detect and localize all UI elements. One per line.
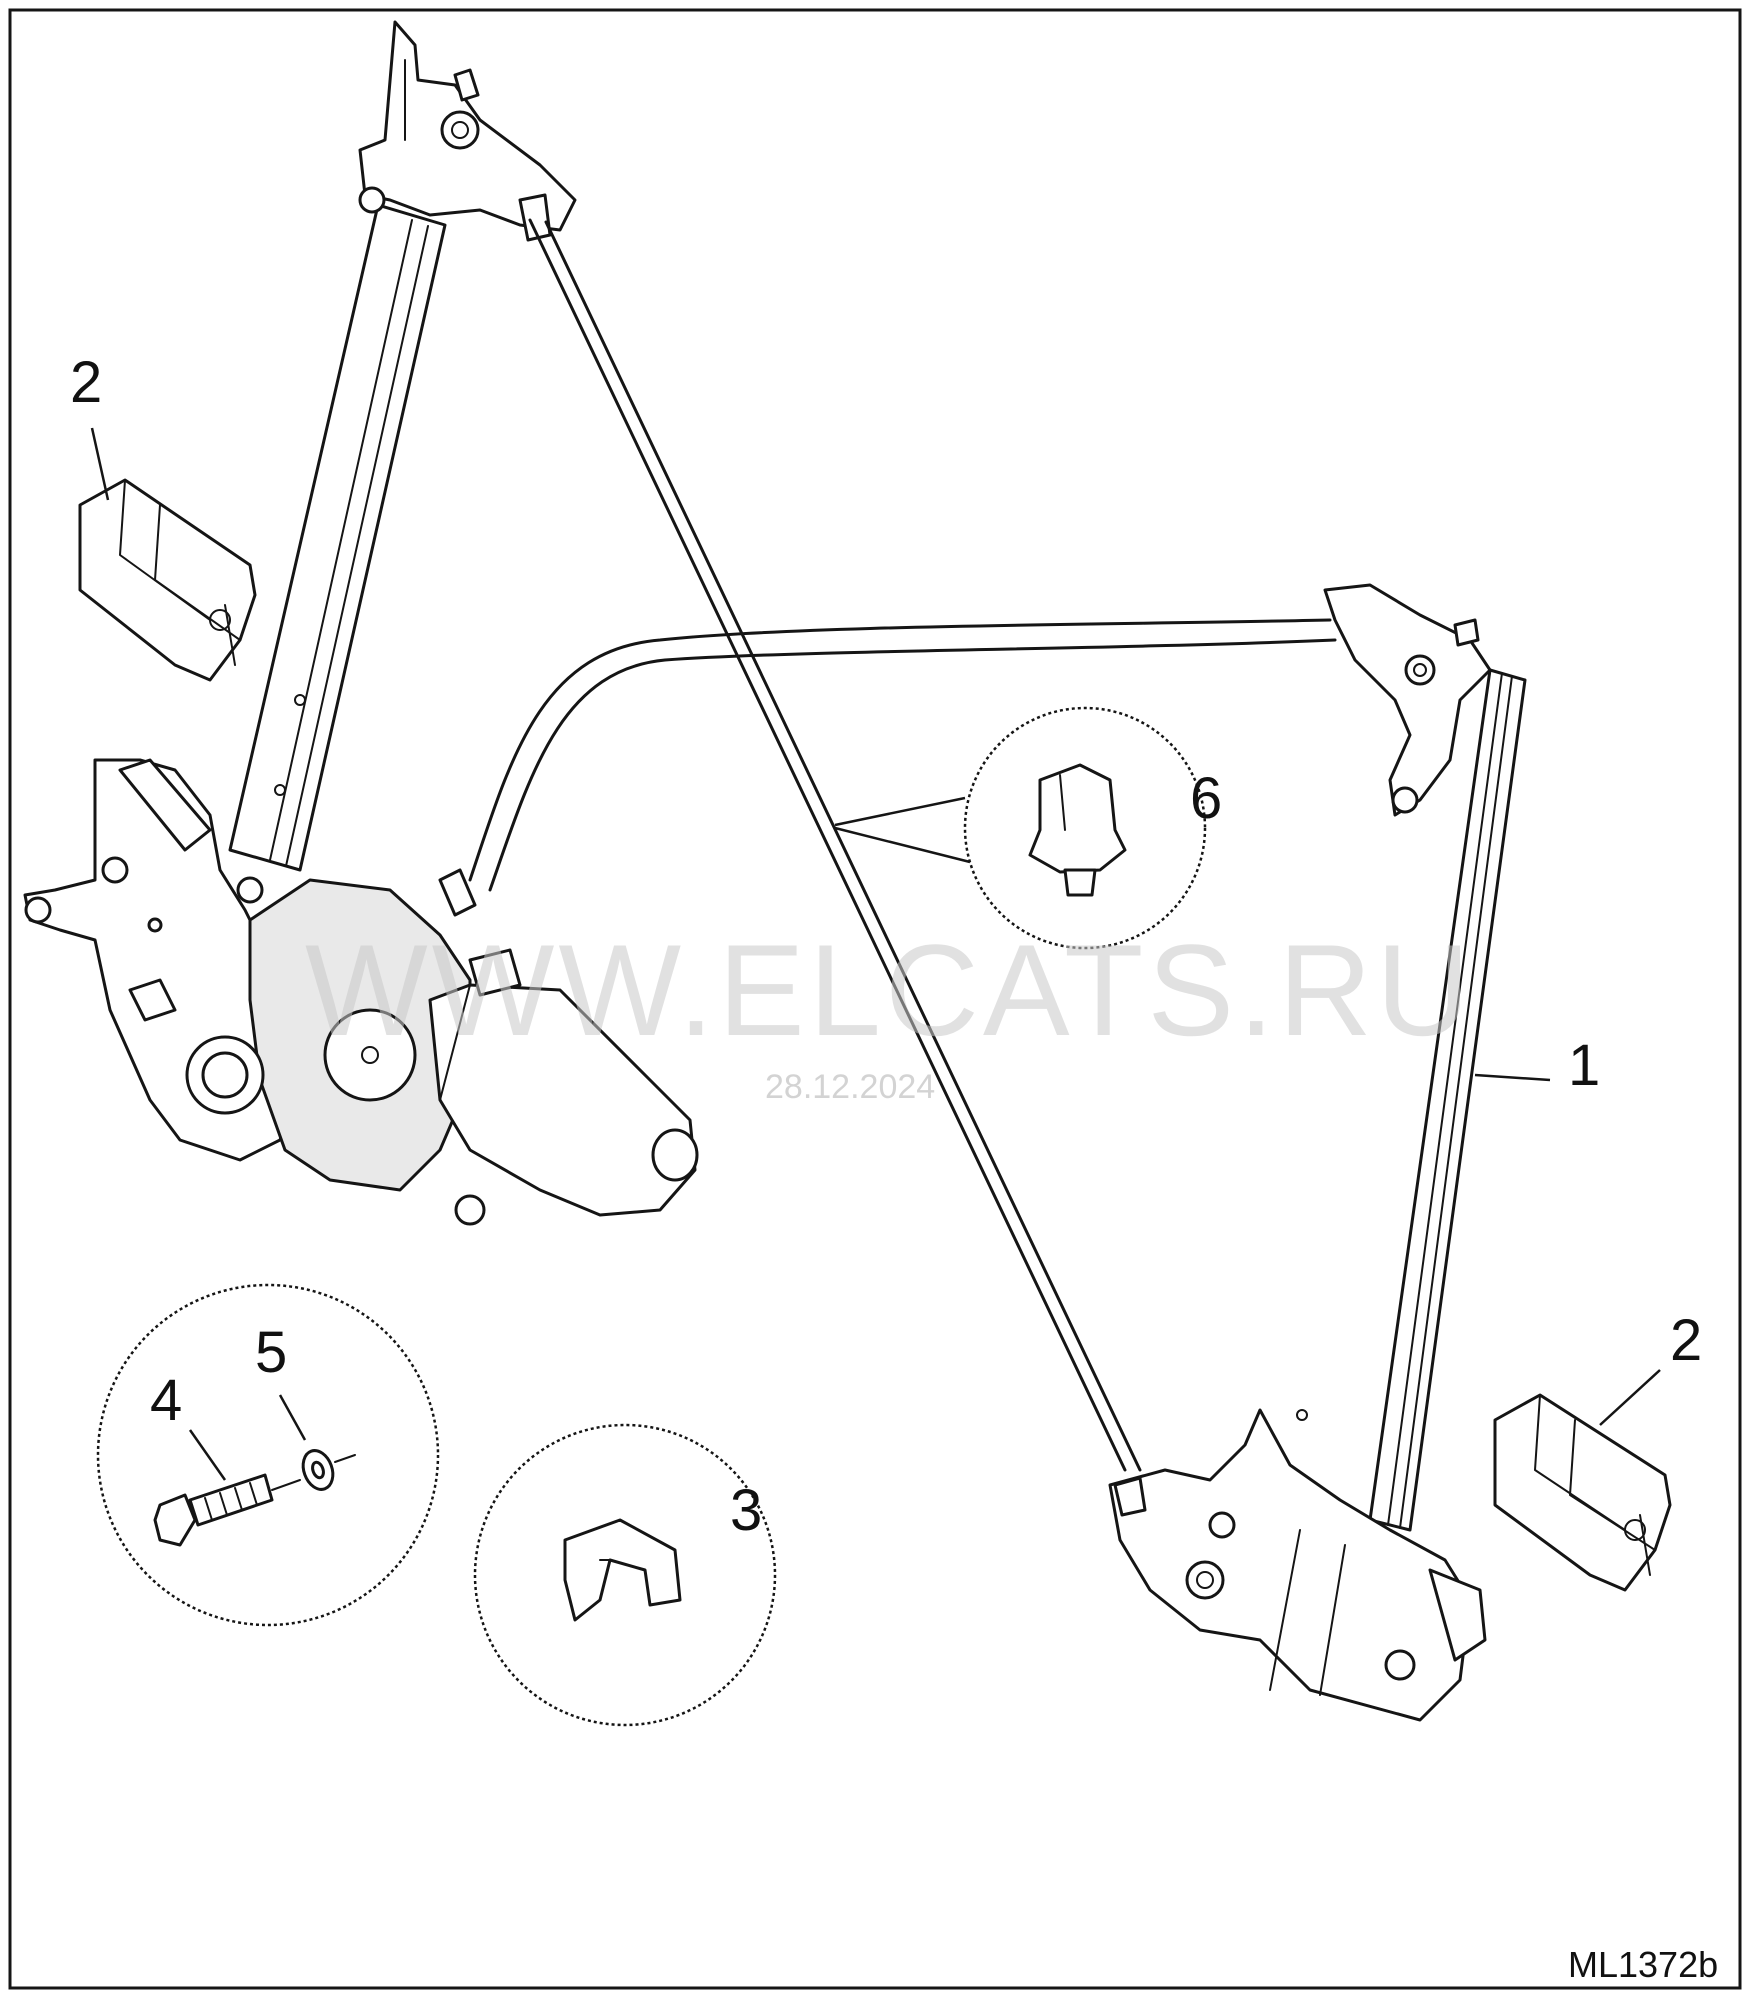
detail-circle-bolt-washer <box>96 1283 440 1627</box>
watermark-text: WWW.ELCATS.RU <box>305 917 1474 1063</box>
detail-circle-clip <box>473 1423 777 1727</box>
left-guide-rail <box>228 203 447 872</box>
window-regulator-assembly <box>23 20 1527 1722</box>
lower-right-carrier <box>1108 1408 1487 1722</box>
upper-right-bracket <box>1323 583 1492 817</box>
callout-1: 1 <box>1568 1033 1600 1098</box>
callout-5: 5 <box>255 1320 287 1385</box>
callout-2-right: 2 <box>1670 1308 1702 1373</box>
leader-1 <box>1474 1073 1551 1082</box>
leader-2-right <box>1599 1369 1661 1426</box>
glass-clamp-pad-left <box>78 478 257 682</box>
callout-3: 3 <box>730 1478 762 1543</box>
diagonal-cable <box>528 218 1127 1472</box>
watermark-date: 28.12.2024 <box>765 1068 935 1106</box>
callout-4: 4 <box>150 1368 182 1433</box>
drive-cable <box>468 618 1332 882</box>
right-guide-rail <box>1296 668 1527 1532</box>
window-motor <box>23 758 699 1226</box>
upper-left-bracket <box>358 20 577 242</box>
leader-2-left <box>90 427 110 501</box>
drawing-id: ML1372b <box>1568 1944 1718 1985</box>
detail-circle-push-fastener <box>834 706 1207 950</box>
callout-6: 6 <box>1190 766 1222 831</box>
glass-clamp-pad-right <box>1493 1393 1672 1592</box>
callout-2-left: 2 <box>70 350 102 415</box>
